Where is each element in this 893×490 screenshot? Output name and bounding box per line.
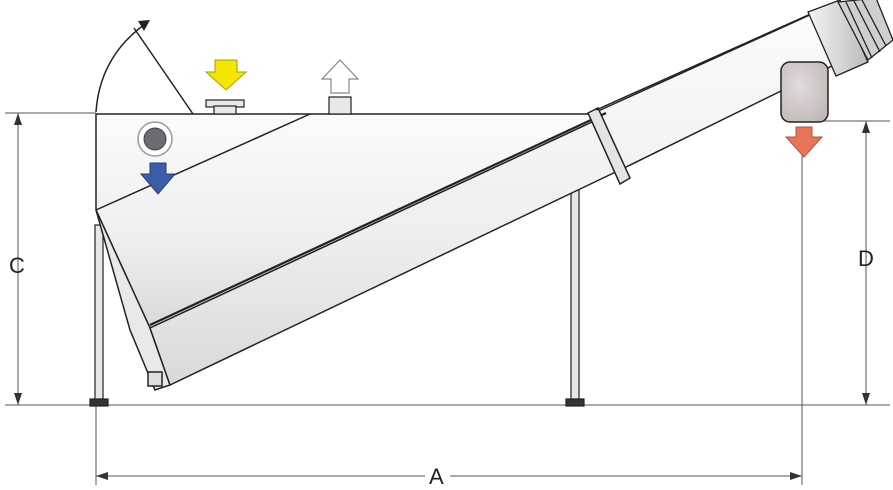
settling-tank <box>95 113 593 391</box>
swing-lid <box>95 20 194 115</box>
dimension-arrowheads <box>14 113 870 480</box>
motor-rib-1 <box>845 1 873 59</box>
inlet-nozzle <box>205 99 245 115</box>
inlet-neck <box>213 105 237 115</box>
dim-label-a: A <box>429 464 444 489</box>
tank-internal-baffle <box>95 113 311 211</box>
right-leg-foot <box>565 398 585 407</box>
drain-valve <box>147 371 163 387</box>
dim-label-c: C <box>9 253 25 278</box>
discharge-chute <box>780 61 829 123</box>
motor-housing <box>807 0 869 77</box>
tank-hopper-bottom <box>95 209 171 391</box>
lid-arc-arrowhead <box>138 20 150 31</box>
tube-inner-edge <box>149 112 607 326</box>
outlet-nozzle <box>328 96 352 115</box>
sediment-flow-arrow-icon <box>139 162 177 195</box>
dimension-lines <box>5 112 890 485</box>
discharge-flow-arrow-icon <box>784 126 824 158</box>
drive-motor <box>807 0 893 77</box>
left-leg <box>94 224 104 401</box>
dim-label-d: D <box>858 246 874 271</box>
outlet-neck <box>328 96 352 115</box>
sight-port <box>137 121 173 157</box>
right-leg <box>570 161 580 401</box>
outlet-flow-arrow-icon <box>320 59 360 94</box>
inlet-flow-arrow-icon <box>204 59 248 91</box>
lid-arm <box>133 27 194 115</box>
tube-top-edge <box>595 11 816 111</box>
screw-conveyor-tube <box>149 11 837 387</box>
tube-flange <box>587 106 631 186</box>
sight-port-glass <box>143 127 167 151</box>
motor-rib-2 <box>853 0 881 53</box>
motor-rib-3 <box>861 0 887 47</box>
left-leg-foot <box>89 398 109 407</box>
lid-swing-arc <box>95 21 149 113</box>
